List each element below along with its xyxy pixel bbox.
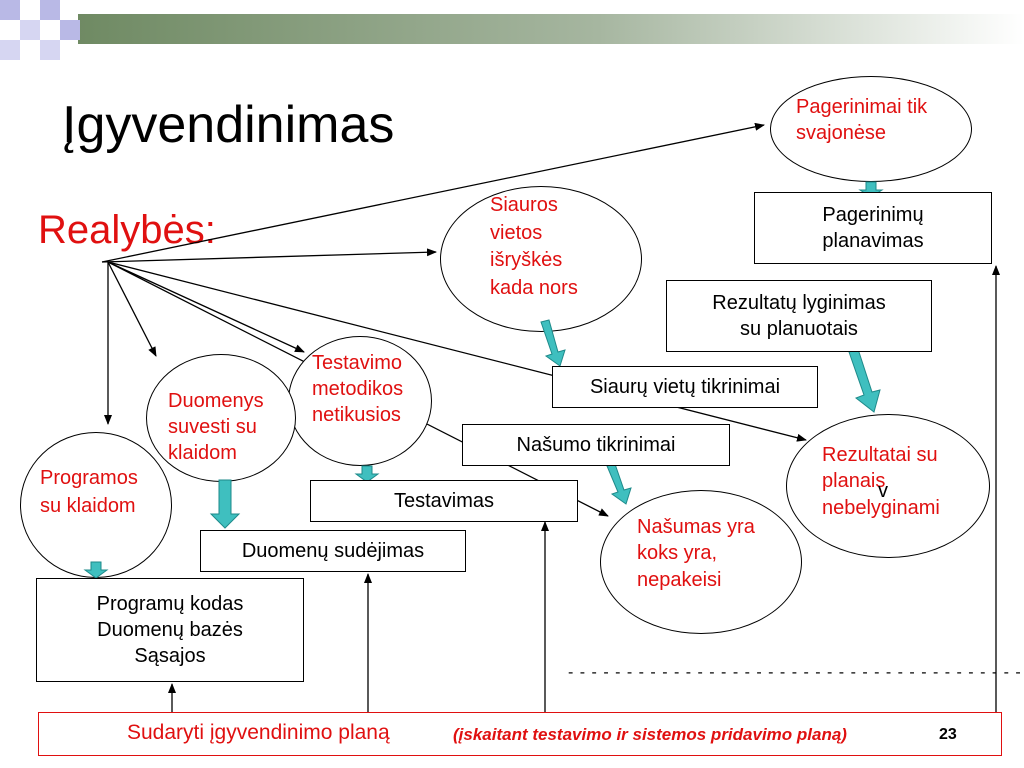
flow-arrow-rezultatu xyxy=(848,348,881,413)
ellipse-pagerinimai xyxy=(770,76,972,182)
header-gradient-bar xyxy=(78,14,1024,44)
box-duomenu-sudejimas: Duomenų sudėjimas xyxy=(200,530,466,572)
ellipse-programos xyxy=(20,432,172,578)
ellipse-rezultatai xyxy=(786,414,990,558)
plan-title: Sudaryti įgyvendinimo planą xyxy=(127,721,390,744)
page-number: 23 xyxy=(939,726,957,743)
box-siauru-vietu-tikrinimai: Siaurų vietų tikrinimai xyxy=(552,366,818,408)
box-nasumo-tikrinimai: Našumo tikrinimai xyxy=(462,424,730,466)
arrow-to-siauros xyxy=(101,248,437,263)
ellipse-programos-label: Programos su klaidom xyxy=(40,467,138,517)
stray-character: v xyxy=(878,480,888,502)
dashed-separator: - - - - - - - - - - - - - - - - - - - - … xyxy=(568,664,1022,681)
ellipse-rezultatai-label: Rezultatai su planais nebelyginami xyxy=(822,444,940,519)
flow-arrow-siauros xyxy=(540,319,566,367)
box-testavimas: Testavimas xyxy=(310,480,578,522)
flow-arrow-testavimo xyxy=(354,465,380,483)
ellipse-testavimo-label: Testavimo metodikos netikusios xyxy=(312,352,404,426)
arrow-to-rezultatai xyxy=(107,261,807,442)
ellipse-nasumas xyxy=(600,490,802,634)
ellipse-duomenys-label: Duomenys suvesti su klaidom xyxy=(168,390,264,464)
ellipse-pagerinimai-label: Pagerinimai tik svajonėse xyxy=(796,96,928,145)
box-rezultatu-lyginimas: Rezultatų lyginimas su planuotais xyxy=(666,280,932,352)
box-programu-kodas: Programų kodas Duomenų bazės Sąsajos xyxy=(36,578,304,682)
page-title: Įgyvendinimas xyxy=(62,96,395,154)
arrow-to-pagerinimai xyxy=(101,122,765,263)
ellipse-siauros-label: Siauros vietos išryškės kada nors xyxy=(490,194,578,299)
box-pagerinimu-planavimas: Pagerinimų planavimas xyxy=(754,192,992,264)
flow-arrow-nasumo xyxy=(606,463,632,505)
flow-arrow-programos xyxy=(83,561,109,579)
arrow-to-testavimo xyxy=(107,261,305,353)
ellipse-nasumas-label: Našumas yra koks yra, nepakeisi xyxy=(637,516,755,591)
flow-arrow-duomenys xyxy=(209,479,241,529)
plan-note: (įskaitant testavimo ir sistemos pridavi… xyxy=(453,725,847,744)
implementation-plan-bar: Sudaryti įgyvendinimo planą (įskaitant t… xyxy=(38,712,1002,756)
ellipse-testavimo xyxy=(288,336,432,466)
arrow-to-duomenys xyxy=(107,261,157,357)
header-decoration xyxy=(0,0,1024,60)
ellipse-siauros xyxy=(440,186,642,332)
